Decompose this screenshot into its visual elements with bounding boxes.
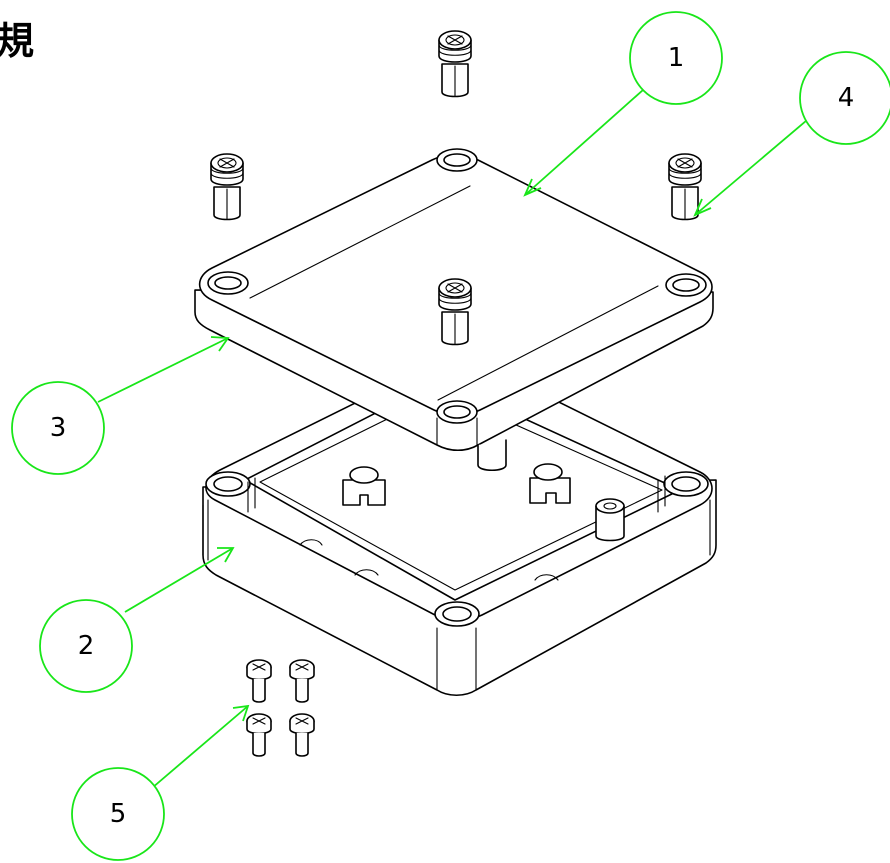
balloon-4: 4 xyxy=(799,51,890,145)
captive-screw-right xyxy=(668,153,702,221)
balloon-1: 1 xyxy=(629,11,723,105)
mounting-screws xyxy=(246,659,315,757)
leader-lines xyxy=(97,89,814,789)
captive-screw-left xyxy=(210,153,244,221)
balloon-5-number: 5 xyxy=(110,799,127,829)
base-part xyxy=(202,356,717,697)
balloon-2-number: 2 xyxy=(78,631,95,661)
balloon-3-number: 3 xyxy=(50,413,67,443)
balloon-2: 2 xyxy=(39,599,133,693)
balloon-3: 3 xyxy=(11,381,105,475)
page-title: 規 xyxy=(0,19,35,63)
captive-screw-top xyxy=(438,30,472,98)
captive-screw-center xyxy=(438,278,472,346)
balloon-4-number: 4 xyxy=(838,83,855,113)
balloon-1-number: 1 xyxy=(668,43,685,73)
balloon-5: 5 xyxy=(71,767,165,861)
